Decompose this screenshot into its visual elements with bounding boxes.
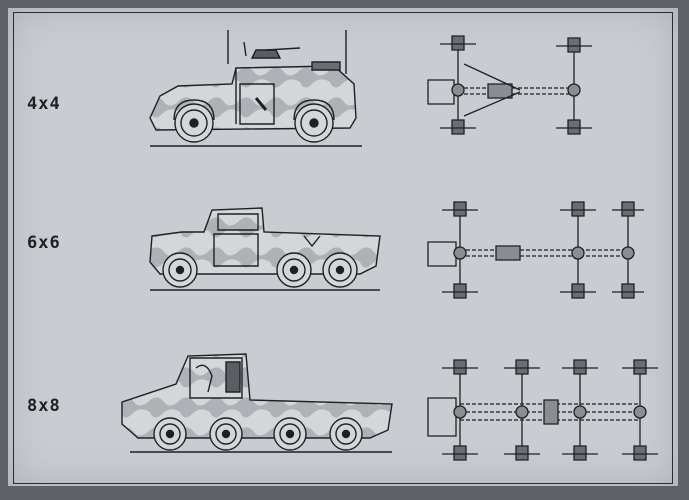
- label-6x6: 6x6: [27, 233, 61, 253]
- 8x8-chassis-plan-icon: [428, 360, 658, 460]
- 4x4-vehicle-side-view-icon: [150, 30, 362, 146]
- label-8x8: 8x8: [27, 396, 61, 416]
- 6x6-chassis-plan-icon: [428, 202, 644, 298]
- 4x4-chassis-plan-icon: [428, 36, 592, 134]
- diagram-frame: [13, 12, 673, 484]
- 6x6-vehicle-side-view-icon: [150, 208, 380, 290]
- 8x8-vehicle-side-view-icon: [122, 354, 392, 452]
- label-4x4: 4x4: [27, 94, 61, 114]
